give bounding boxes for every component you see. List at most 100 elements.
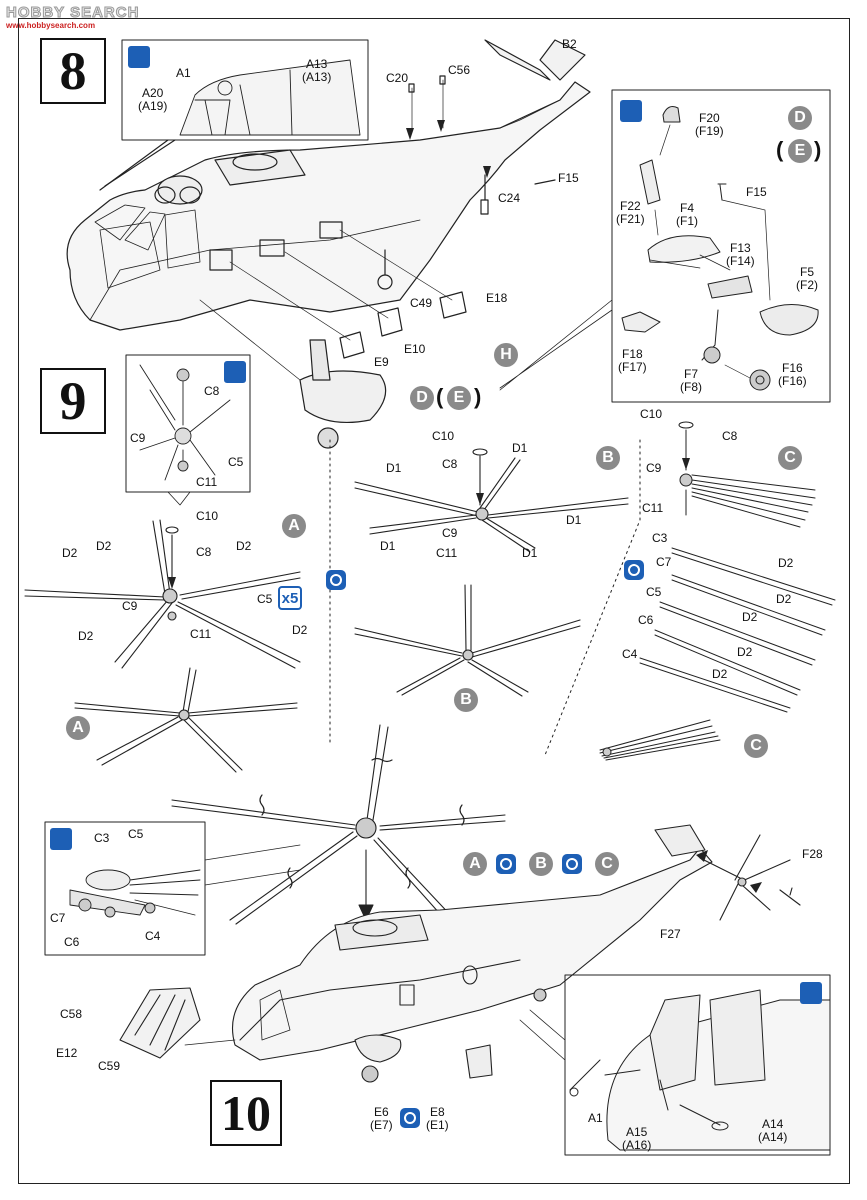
part-label-a-d2-2: D2 — [96, 539, 112, 553]
step-9-number: 9 — [40, 368, 106, 434]
part-label-a-c11: C11 — [190, 627, 212, 641]
option-d-badge: D — [410, 386, 434, 410]
step10-repeat-icon-2 — [562, 854, 582, 874]
part-label-c-c8: C8 — [722, 429, 738, 443]
step10-rotor-drawing — [171, 724, 506, 925]
part-label-f13: F13(F14) — [726, 241, 755, 268]
part-label-s10-c3: C3 — [94, 831, 110, 845]
part-label-a-c10: C10 — [196, 509, 219, 523]
part-label-c-d2-3: D2 — [742, 610, 758, 624]
rotor-b-badge: B — [596, 446, 620, 470]
part-label-a20: A20(A19) — [138, 86, 168, 113]
part-label-f4: F4(F1) — [676, 201, 698, 228]
rotor-c-exploded-drawing — [639, 421, 836, 713]
part-label-inset-c11: C11 — [196, 475, 218, 489]
page-frame — [18, 18, 850, 1184]
step10-option-c-badge: C — [595, 852, 619, 876]
step10-repeat-icon-1 — [496, 854, 516, 874]
step-8-number: 8 — [40, 38, 106, 104]
rotor-b-result-badge: B — [454, 688, 478, 712]
paint-icon-step9-hub — [224, 361, 246, 383]
gear-paren-open: ( — [776, 137, 784, 162]
part-label-e12: E12 — [56, 1046, 78, 1060]
step8-gear-inset-drawing — [621, 106, 819, 391]
part-label-f22: F22(F21) — [616, 199, 645, 226]
part-label-f7: F7(F8) — [680, 367, 702, 394]
break-marks — [259, 757, 465, 889]
step8-fuselage-drawing — [66, 39, 591, 449]
part-label-e10: E10 — [404, 342, 426, 356]
step9-hub-inset-drawing — [139, 364, 231, 481]
paren-open: ( — [436, 384, 444, 409]
part-label-f18: F18(F17) — [618, 347, 647, 374]
part-label-inset-c9: C9 — [130, 431, 146, 445]
gear-option-e-badge: E — [788, 139, 812, 163]
assembly-arrows — [168, 120, 762, 893]
part-label-a-d2-4: D2 — [78, 629, 94, 643]
part-label-c24: C24 — [498, 191, 521, 205]
option-e-badge: E — [447, 386, 471, 410]
paren-close: ) — [474, 384, 482, 409]
rotor-c-folded-drawing — [599, 719, 721, 761]
watermark-url: www.hobbysearch.com — [6, 21, 96, 30]
part-label-a-d2-3: D2 — [236, 539, 252, 553]
part-label-c-c6: C6 — [638, 613, 654, 627]
part-label-b-c10: C10 — [432, 429, 455, 443]
quantity-x5-badge: x5 — [278, 586, 302, 610]
part-label-a13: A13(A13) — [302, 57, 332, 84]
part-label-f15: F15 — [558, 171, 579, 185]
repeat-icon-a-b — [326, 570, 346, 590]
part-label-b-d1-1: D1 — [512, 441, 528, 455]
part-label-s10-c5: C5 — [128, 827, 144, 841]
part-label-c-c9: C9 — [646, 461, 662, 475]
part-label-b2: B2 — [562, 37, 577, 51]
part-label-inset-c5: C5 — [228, 455, 244, 469]
rotor-a-assembled-drawing — [74, 667, 298, 773]
part-label-a-d2-1: D2 — [62, 546, 78, 560]
part-label-c-d2-2: D2 — [776, 592, 792, 606]
part-label-c-d2-4: D2 — [737, 645, 753, 659]
part-label-s10-c6: C6 — [64, 935, 80, 949]
step-10-number: 10 — [210, 1080, 282, 1146]
part-label-s10-c4: C4 — [145, 929, 161, 943]
part-label-b-c11: C11 — [436, 546, 458, 560]
hobby-search-watermark: HOBBY SEARCH www.hobbysearch.com — [5, 4, 139, 31]
rotor-c-badge: C — [778, 446, 802, 470]
part-label-a15: A15(A16) — [622, 1125, 652, 1152]
rotor-a-result-badge: A — [66, 716, 90, 740]
part-label-c-c10: C10 — [640, 407, 663, 421]
part-label-nose-a1: A1 — [588, 1111, 603, 1125]
part-label-b-c9: C9 — [442, 526, 458, 540]
part-label-c49: C49 — [410, 296, 433, 310]
gear-paren-close: ) — [814, 137, 822, 162]
part-label-a-d2-5: D2 — [292, 623, 308, 637]
rotor-c-result-badge: C — [744, 734, 768, 758]
part-label-e8: E8(E1) — [426, 1105, 449, 1132]
part-label-f27: F27 — [660, 927, 681, 941]
repeat-icon-b-c — [624, 560, 644, 580]
part-label-b-d1-2: D1 — [386, 461, 402, 475]
part-label-e18: E18 — [486, 291, 508, 305]
paint-icon-step8-cockpit — [128, 46, 150, 68]
part-label-f20: F20(F19) — [695, 111, 724, 138]
part-label-b-d1-3: D1 — [566, 513, 582, 527]
part-label-c-c11: C11 — [642, 501, 664, 515]
part-label-c-c7: C7 — [656, 555, 672, 569]
part-label-s10-c7: C7 — [50, 911, 66, 925]
part-label-a-c8: C8 — [196, 545, 212, 559]
part-label-f16: F16(F16) — [778, 361, 807, 388]
part-label-a-c9: C9 — [122, 599, 138, 613]
rotor-a-exploded-drawing — [24, 519, 301, 669]
part-label-e9: E9 — [374, 355, 389, 369]
step10-nose-inset-drawing — [569, 989, 831, 1151]
part-label-c-c3: C3 — [652, 531, 668, 545]
part-label-e6: E6(E7) — [370, 1105, 393, 1132]
rotor-b-assembled-drawing — [354, 584, 581, 697]
rotor-a-badge: A — [282, 514, 306, 538]
part-label-c58: C58 — [60, 1007, 83, 1021]
paint-icon-gear-inset — [620, 100, 642, 122]
step10-option-b-badge: B — [529, 852, 553, 876]
part-label-gear-f15: F15 — [746, 185, 767, 199]
rotor-b-exploded-drawing — [354, 448, 629, 553]
